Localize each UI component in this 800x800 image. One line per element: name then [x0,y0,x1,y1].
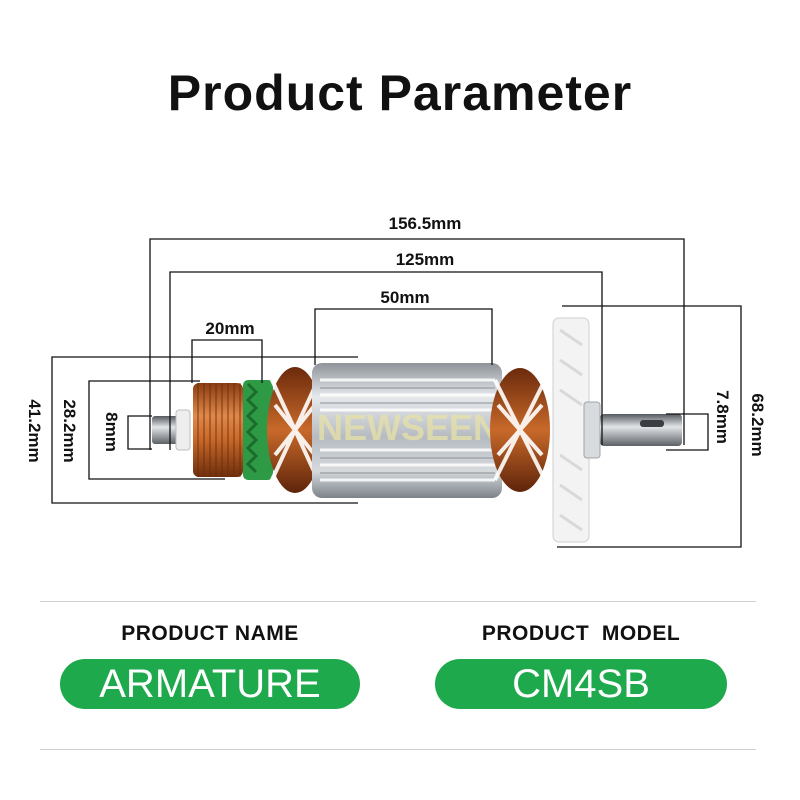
label-shaft-right-diameter: 7.8mm [713,390,732,444]
dim-line-commutator-diameter [88,380,225,480]
top-divider [40,601,756,602]
label-commutator-length: 20mm [205,319,254,338]
label-125: 125mm [396,250,455,269]
label-shaft-left-diameter: 8mm [102,412,121,452]
dim-line-total-length [149,238,685,450]
product-model-value: CM4SB [435,659,727,709]
dim-line-commutator-length [191,339,263,383]
right-shaft [600,414,682,446]
insulation-ring [243,380,273,480]
product-name-section: PRODUCT NAME ARMATURE [60,622,360,709]
dim-line-core-length [314,308,493,365]
label-core-length: 50mm [380,288,429,307]
bottom-divider [40,749,756,750]
left-shaft [152,416,182,444]
product-model-label: PRODUCT MODEL [481,622,681,645]
laminated-core [312,363,502,498]
label-core-diameter: 41.2mm [25,399,44,462]
dim-line-core-diameter [51,356,358,504]
left-winding [267,367,323,493]
armature-image: NEWSEEN [152,317,682,543]
label-commutator-diameter: 28.2mm [60,399,79,462]
label-fan-diameter: 68.2mm [748,393,767,456]
right-winding [490,368,550,492]
dim-line-fan-diameter [557,305,742,548]
dim-line-shaft-left-diameter [127,415,152,450]
label-total-length: 156.5mm [389,214,462,233]
product-model-section: PRODUCT MODEL CM4SB [435,622,727,709]
watermark: NEWSEEN [317,407,499,448]
commutator [193,383,243,477]
dim-line-125 [169,271,603,450]
product-name-label: PRODUCT NAME [121,622,299,645]
fan [552,317,601,543]
page-title: Product Parameter [167,65,633,121]
dim-line-shaft-right-diameter [666,413,709,451]
product-name-value: ARMATURE [60,659,360,709]
